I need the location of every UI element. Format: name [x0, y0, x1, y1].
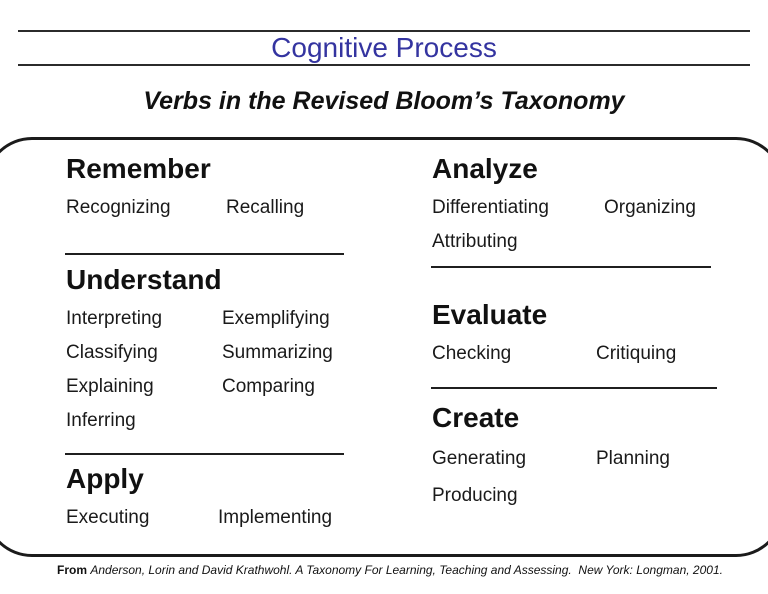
verb-label: Planning [596, 448, 670, 469]
header-top-rule [18, 30, 750, 32]
taxonomy-box [0, 137, 768, 557]
verb-label: Comparing [222, 376, 315, 397]
verb-list: Differentiating Organizing Attributing [432, 191, 732, 259]
divider [65, 453, 344, 455]
verb-label: Explaining [66, 376, 154, 397]
section-evaluate: Evaluate Checking Critiquing [432, 298, 732, 371]
verb-label: Exemplifying [222, 308, 330, 329]
section-heading: Analyze [432, 153, 538, 184]
divider [431, 266, 711, 268]
verb-label: Organizing [604, 197, 696, 218]
verb-label: Checking [432, 343, 512, 364]
verb-label: Differentiating [432, 197, 549, 218]
divider [431, 387, 717, 389]
verb-list: Recognizing Recalling [66, 191, 366, 225]
section-remember: Remember Recognizing Recalling [66, 152, 366, 225]
section-heading: Understand [66, 264, 222, 295]
verb-list: Executing Implementing [66, 501, 366, 535]
verb-label: Producing [432, 485, 518, 506]
footer-citation-text: Anderson, Lorin and David Krathwohl. A T… [90, 563, 723, 577]
verb-label: Executing [66, 507, 150, 528]
verb-list: Interpreting Exemplifying Classifying Su… [66, 302, 366, 438]
footer-citation: From Anderson, Lorin and David Krathwohl… [57, 562, 747, 578]
verb-label: Implementing [218, 507, 333, 528]
verb-label: Recognizing [66, 197, 171, 218]
header-bottom-rule [18, 64, 750, 66]
verb-label: Attributing [432, 231, 518, 252]
verb-list: Checking Critiquing [432, 337, 732, 371]
verb-label: Critiquing [596, 343, 677, 364]
divider [65, 253, 344, 255]
section-apply: Apply Executing Implementing [66, 462, 366, 535]
section-understand: Understand Interpreting Exemplifying Cla… [66, 263, 366, 438]
subtitle: Verbs in the Revised Bloom’s Taxonomy [143, 87, 625, 115]
verb-label: Interpreting [66, 308, 163, 329]
section-heading: Apply [66, 463, 144, 494]
section-heading: Evaluate [432, 299, 548, 330]
verb-label: Classifying [66, 342, 158, 363]
section-analyze: Analyze Differentiating Organizing Attri… [432, 152, 732, 259]
verb-label: Recalling [226, 197, 305, 218]
section-heading: Create [432, 402, 520, 433]
page-title: Cognitive Process [271, 32, 497, 63]
section-create: Create Generating Planning Producing [432, 401, 732, 514]
section-heading: Remember [66, 153, 211, 184]
footer-prefix: From [57, 563, 91, 577]
verb-label: Inferring [66, 410, 136, 431]
verb-label: Generating [432, 448, 527, 469]
verb-label: Summarizing [222, 342, 333, 363]
verb-list: Generating Planning Producing [432, 440, 732, 514]
